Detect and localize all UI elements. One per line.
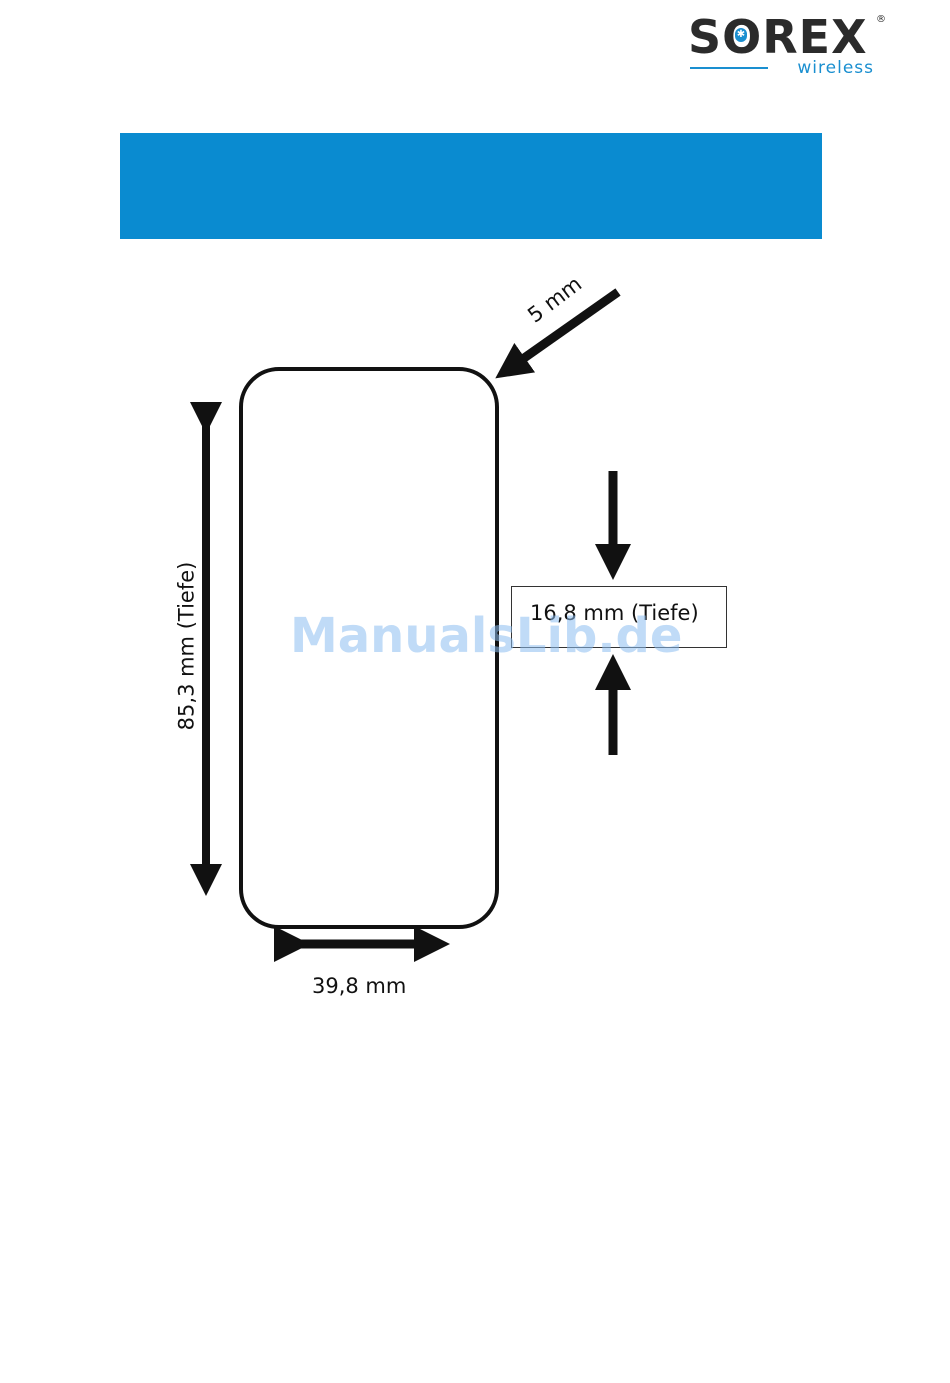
height-label: 85,3 mm (Tiefe) (177, 562, 198, 731)
width-label: 39,8 mm (312, 976, 406, 997)
watermark: ManualsLib.de (290, 612, 682, 660)
